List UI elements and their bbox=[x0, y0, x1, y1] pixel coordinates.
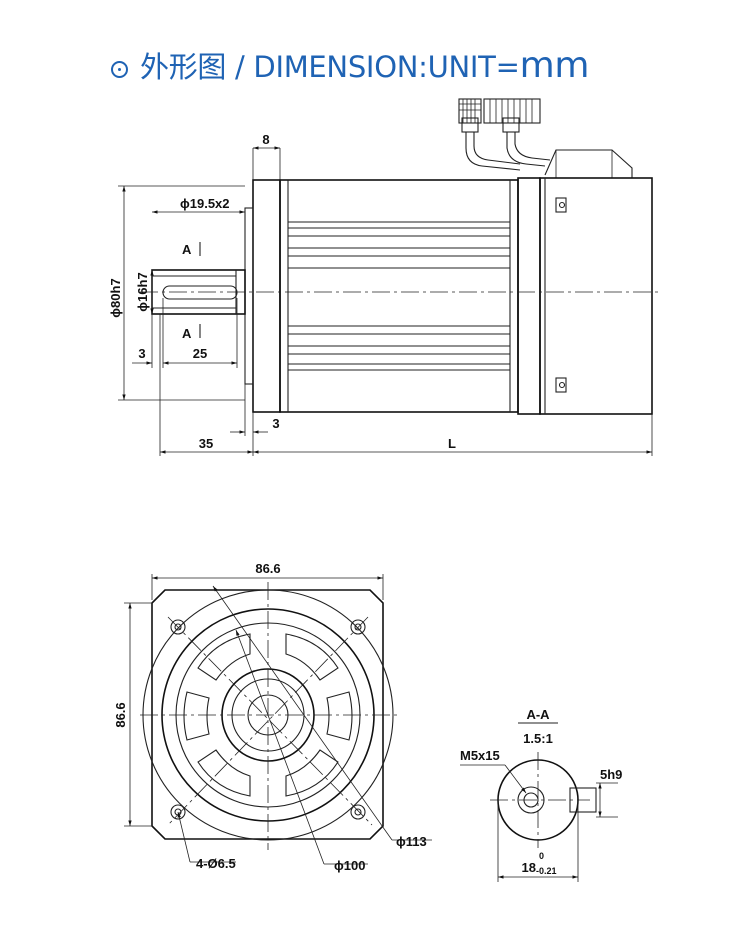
spigot bbox=[244, 207, 254, 385]
page-title: 外形图 / DIMENSION:UNIT=mm bbox=[111, 44, 589, 86]
dim-bolt-circle: ϕ113 bbox=[396, 834, 427, 849]
ring-windows bbox=[183, 633, 353, 797]
title-main: 外形图 / DIMENSION:UNIT= bbox=[140, 50, 520, 84]
dim-mount-holes: 4-Ø6.5 bbox=[196, 856, 236, 871]
section-scale: 1.5:1 bbox=[523, 731, 553, 746]
dim-section-diameter: 18 bbox=[522, 860, 536, 875]
dim-body-diameter: ϕ80h7 bbox=[108, 278, 123, 317]
dim-spigot: 3 bbox=[272, 416, 279, 431]
section-title: A-A bbox=[526, 707, 550, 722]
dim-key-length: 25 bbox=[193, 346, 207, 361]
section-mark-top: A bbox=[182, 242, 192, 257]
dim-tol-lower: -0.21 bbox=[536, 866, 557, 876]
dim-tol-upper: 0 bbox=[539, 851, 544, 861]
circle-dot-icon bbox=[111, 61, 128, 78]
dim-front-width: 86.6 bbox=[255, 561, 280, 576]
section-mark-bottom: A bbox=[182, 326, 192, 341]
title-unit: mm bbox=[519, 45, 590, 86]
dim-key-offset: 3 bbox=[138, 346, 145, 361]
connector bbox=[458, 98, 633, 178]
motor-body bbox=[279, 179, 519, 413]
dim-thread: M5x15 bbox=[460, 748, 500, 763]
flange-square bbox=[151, 589, 384, 840]
encoder-housing bbox=[539, 177, 653, 415]
dim-key-width: ϕ19.5x2 bbox=[180, 196, 230, 211]
dim-shaft-length: 35 bbox=[199, 436, 213, 451]
dim-spigot-diameter: ϕ100 bbox=[334, 858, 365, 873]
motor-flange bbox=[252, 179, 281, 413]
dim-shaft-diameter: ϕ16h7 bbox=[135, 272, 150, 311]
front-view: 86.6 86.6 ϕ113 ϕ100 4-Ø6.5 bbox=[113, 561, 432, 873]
dim-flange-thickness: 8 bbox=[262, 132, 269, 147]
shaft-key bbox=[162, 285, 238, 300]
side-view: 8 ϕ19.5x2 ϕ80h7 ϕ16h7 A A 3 25 3 35 L bbox=[108, 98, 662, 456]
section-view: A-A 1.5:1 M5x15 5h9 18 0 -0.21 bbox=[460, 707, 622, 882]
dim-front-height: 86.6 bbox=[113, 702, 128, 727]
dim-body-length: L bbox=[448, 436, 456, 451]
dim-key: 5h9 bbox=[600, 767, 622, 782]
